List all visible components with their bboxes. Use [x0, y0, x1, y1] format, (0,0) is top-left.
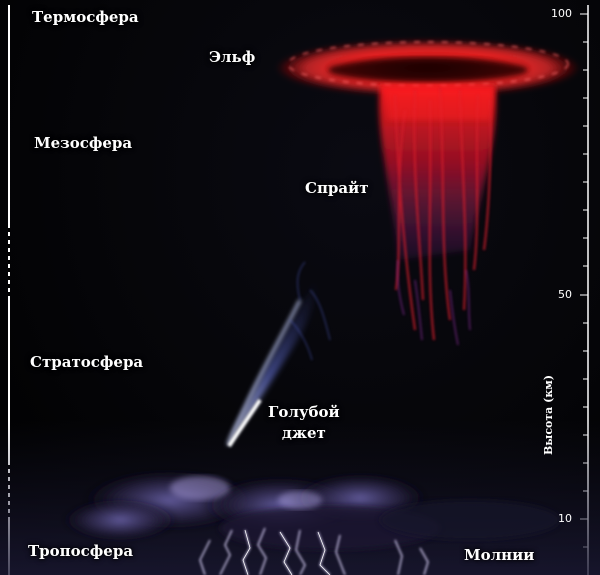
layer-label-stratosphere: Стратосфера: [30, 353, 144, 371]
layer-label-troposphere: Тропосфера: [28, 542, 134, 560]
layer-label-mesosphere: Мезосфера: [34, 134, 133, 152]
axis-tick-10: 10: [558, 512, 572, 525]
blue-jet-label-line1: Голубой: [268, 403, 340, 421]
phenomenon-label-elf: Эльф: [209, 48, 256, 66]
phenomenon-label-sprite: Спрайт: [305, 179, 369, 197]
axis-tick-100: 100: [551, 7, 572, 20]
phenomenon-label-lightning: Молнии: [464, 546, 535, 564]
phenomenon-label-blue-jet: Голубой джет: [268, 402, 340, 444]
red-sprite: [379, 85, 496, 346]
lightning-glow: [242, 529, 331, 575]
blue-jet-label-line2: джет: [281, 424, 326, 442]
axis-title: Высота (км): [542, 374, 555, 455]
layer-label-thermosphere: Термосфера: [32, 8, 139, 26]
blue-jet: [226, 261, 331, 448]
storm-clouds: [0, 420, 600, 575]
axis-tick-50: 50: [558, 288, 572, 301]
elf-ring: [276, 40, 580, 96]
